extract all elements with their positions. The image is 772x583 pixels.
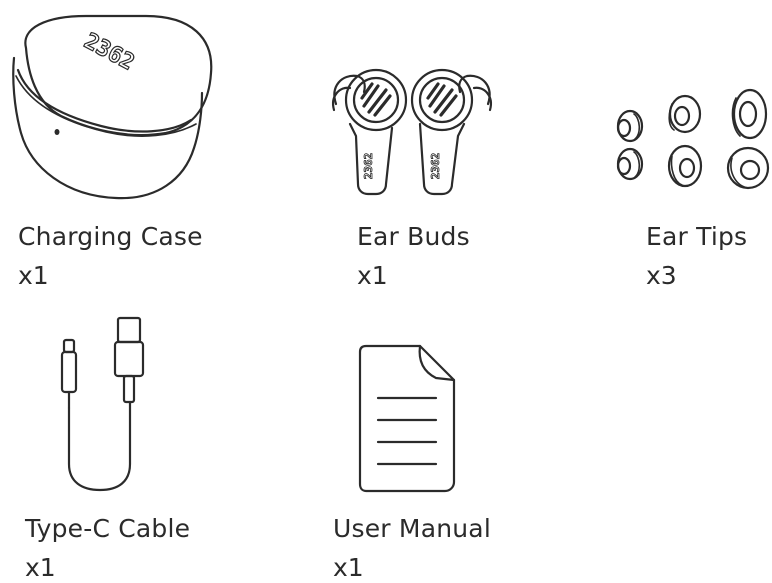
charging-case-icon: 2362 bbox=[6, 8, 216, 203]
item-label-charging-case: Charging Case bbox=[18, 222, 203, 251]
ear-tip-large-bottom bbox=[726, 146, 770, 190]
item-qty-user-manual: x1 bbox=[333, 553, 364, 582]
ear-tip-medium-top bbox=[668, 94, 702, 134]
item-qty-charging-case: x1 bbox=[18, 261, 49, 290]
ear-tip-small-top bbox=[616, 109, 644, 143]
ear-tip-medium-bottom bbox=[667, 144, 703, 188]
ear-tip-large-top bbox=[731, 88, 768, 140]
item-label-user-manual: User Manual bbox=[333, 514, 491, 543]
bud-left-logo: 2362 bbox=[362, 153, 375, 180]
item-label-type-c-cable: Type-C Cable bbox=[25, 514, 191, 543]
user-manual-icon bbox=[358, 344, 458, 494]
item-label-ear-tips: Ear Tips bbox=[646, 222, 748, 251]
item-label-ear-buds: Ear Buds bbox=[357, 222, 470, 251]
type-c-cable-icon bbox=[52, 314, 162, 494]
ear-tip-small-bottom bbox=[616, 147, 644, 181]
ear-tips-icon bbox=[610, 86, 770, 192]
ear-buds-icon: 2362 2362 bbox=[312, 66, 512, 201]
item-qty-ear-tips: x3 bbox=[646, 261, 677, 290]
item-qty-ear-buds: x1 bbox=[357, 261, 388, 290]
item-qty-type-c-cable: x1 bbox=[25, 553, 56, 582]
bud-right-logo: 2362 bbox=[429, 153, 442, 180]
case-logo: 2362 bbox=[80, 29, 139, 76]
